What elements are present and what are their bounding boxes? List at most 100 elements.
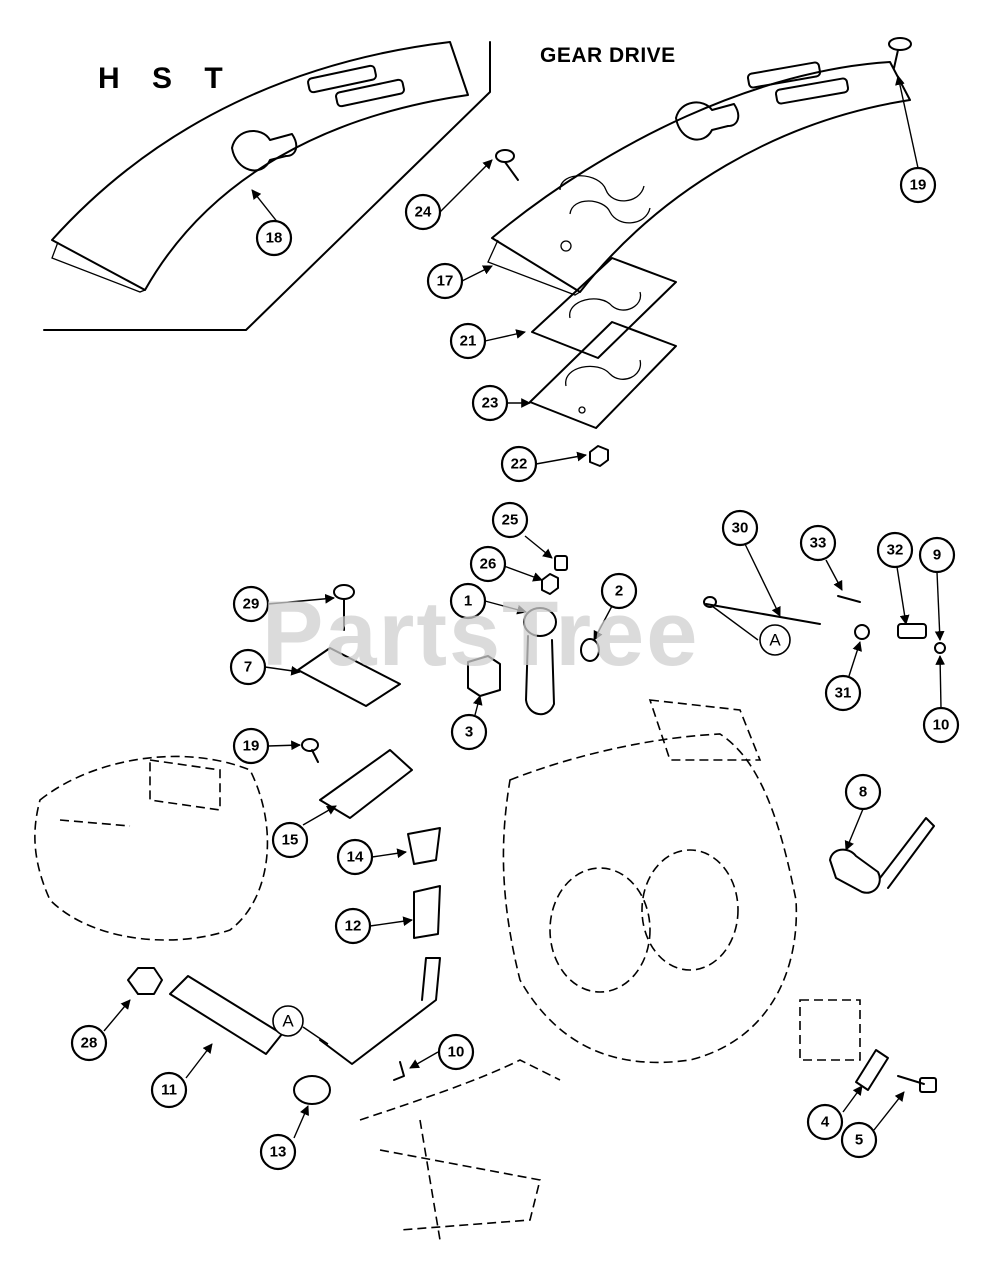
washer-31: [854, 624, 870, 640]
reference-marker-a-left: A: [272, 1005, 304, 1037]
set-screw-25: [554, 555, 568, 571]
callout-1: 1: [449, 582, 487, 620]
gear-drive-cover: [487, 61, 911, 296]
pin-10-lower: [393, 1061, 405, 1081]
callout-9: 9: [918, 536, 956, 574]
shaft-11: [169, 975, 283, 1055]
hst-cover: [51, 41, 469, 293]
callout-3: 3: [450, 713, 488, 751]
callout-19-lower-label: 19: [243, 738, 260, 755]
watermark: PartsTree: [262, 583, 700, 685]
callout-33: 33: [799, 524, 837, 562]
callout-18: 18: [255, 219, 293, 257]
callout-24-label: 24: [415, 204, 432, 221]
callout-17: 17: [426, 262, 464, 300]
callout-7-label: 7: [244, 659, 252, 676]
shift-lever-assembly-13: [293, 957, 441, 1105]
callout-31-label: 31: [835, 685, 852, 702]
callout-19-top-label: 19: [910, 177, 927, 194]
callout-5-label: 5: [855, 1132, 863, 1149]
callout-9-label: 9: [933, 547, 941, 564]
plate-23: [529, 321, 677, 429]
o-ring-2: [580, 638, 600, 662]
screw-24: [495, 149, 519, 181]
callout-15: 15: [271, 821, 309, 859]
clevis-32: [897, 623, 927, 639]
knob-14: [407, 827, 441, 865]
callout-26: 26: [469, 545, 507, 583]
bracket-15: [319, 749, 413, 819]
callout-32: 32: [876, 531, 914, 569]
callout-8: 8: [844, 773, 882, 811]
callout-18-label: 18: [266, 230, 283, 247]
reference-marker-a-right: A: [759, 624, 791, 656]
callout-2-label: 2: [615, 583, 623, 600]
callout-23-label: 23: [482, 395, 499, 412]
pedal-linkage-outline: [359, 1059, 561, 1241]
callout-10-lower-label: 10: [448, 1044, 465, 1061]
block-3: [467, 655, 501, 697]
callout-25: 25: [491, 501, 529, 539]
bracket-4: [855, 1049, 889, 1091]
rod-30: [703, 596, 821, 625]
callout-30: 30: [721, 509, 759, 547]
callout-12-label: 12: [345, 918, 362, 935]
clip-9: [934, 642, 946, 654]
callout-22-label: 22: [511, 456, 528, 473]
callout-4-label: 4: [821, 1114, 830, 1131]
hst-inset-border: [43, 41, 491, 331]
reference-marker-a-left-label: A: [282, 1012, 294, 1031]
callout-24: 24: [404, 193, 442, 231]
callout-15-label: 15: [282, 832, 299, 849]
callout-12: 12: [334, 907, 372, 945]
callout-5: 5: [840, 1121, 878, 1159]
nut-22: [589, 445, 609, 467]
callout-10-right-label: 10: [933, 717, 950, 734]
callout-14-label: 14: [347, 849, 364, 866]
gear-drive-heading: GEAR DRIVE: [540, 44, 676, 67]
leader-lines: [103, 75, 946, 1139]
callout-29-label: 29: [243, 596, 260, 613]
gasket-plate-21: [531, 257, 677, 359]
callout-30-label: 30: [732, 520, 749, 537]
callout-11-label: 11: [161, 1082, 177, 1099]
callout-3-label: 3: [465, 724, 473, 741]
callout-17-label: 17: [437, 273, 454, 290]
callout-23: 23: [471, 384, 509, 422]
bolt-5: [897, 1075, 937, 1093]
callout-10-lower: 10: [437, 1033, 475, 1071]
shift-arm-8: [829, 817, 935, 894]
callout-13-label: 13: [270, 1144, 287, 1161]
callout-2: 2: [600, 572, 638, 610]
callout-4: 4: [806, 1103, 844, 1141]
screw-19-top: [888, 37, 912, 69]
callout-7: 7: [229, 648, 267, 686]
insert-12: [413, 885, 441, 939]
nut-28: [127, 967, 163, 995]
callout-8-label: 8: [859, 784, 867, 801]
callout-19-top: 19: [899, 166, 937, 204]
callout-14: 14: [336, 838, 374, 876]
shift-lever-1: [523, 607, 557, 715]
callout-10-right: 10: [922, 706, 960, 744]
callout-1-label: 1: [464, 593, 472, 610]
engine-outline: [34, 755, 269, 941]
callout-21-label: 21: [460, 333, 477, 350]
callout-22: 22: [500, 445, 538, 483]
callout-13: 13: [259, 1133, 297, 1171]
screw-33: [837, 595, 861, 603]
callout-28: 28: [70, 1024, 108, 1062]
callout-33-label: 33: [810, 535, 827, 552]
bolt-29: [333, 584, 355, 631]
callout-29: 29: [232, 585, 270, 623]
callout-21: 21: [449, 322, 487, 360]
nut-26: [541, 573, 559, 595]
callout-32-label: 32: [887, 542, 904, 559]
callout-31: 31: [824, 674, 862, 712]
reference-marker-a-right-label: A: [769, 631, 781, 650]
hst-heading: H S T: [98, 62, 235, 95]
callout-19-lower: 19: [232, 727, 270, 765]
callout-25-label: 25: [502, 512, 519, 529]
callout-11: 11: [150, 1071, 188, 1109]
